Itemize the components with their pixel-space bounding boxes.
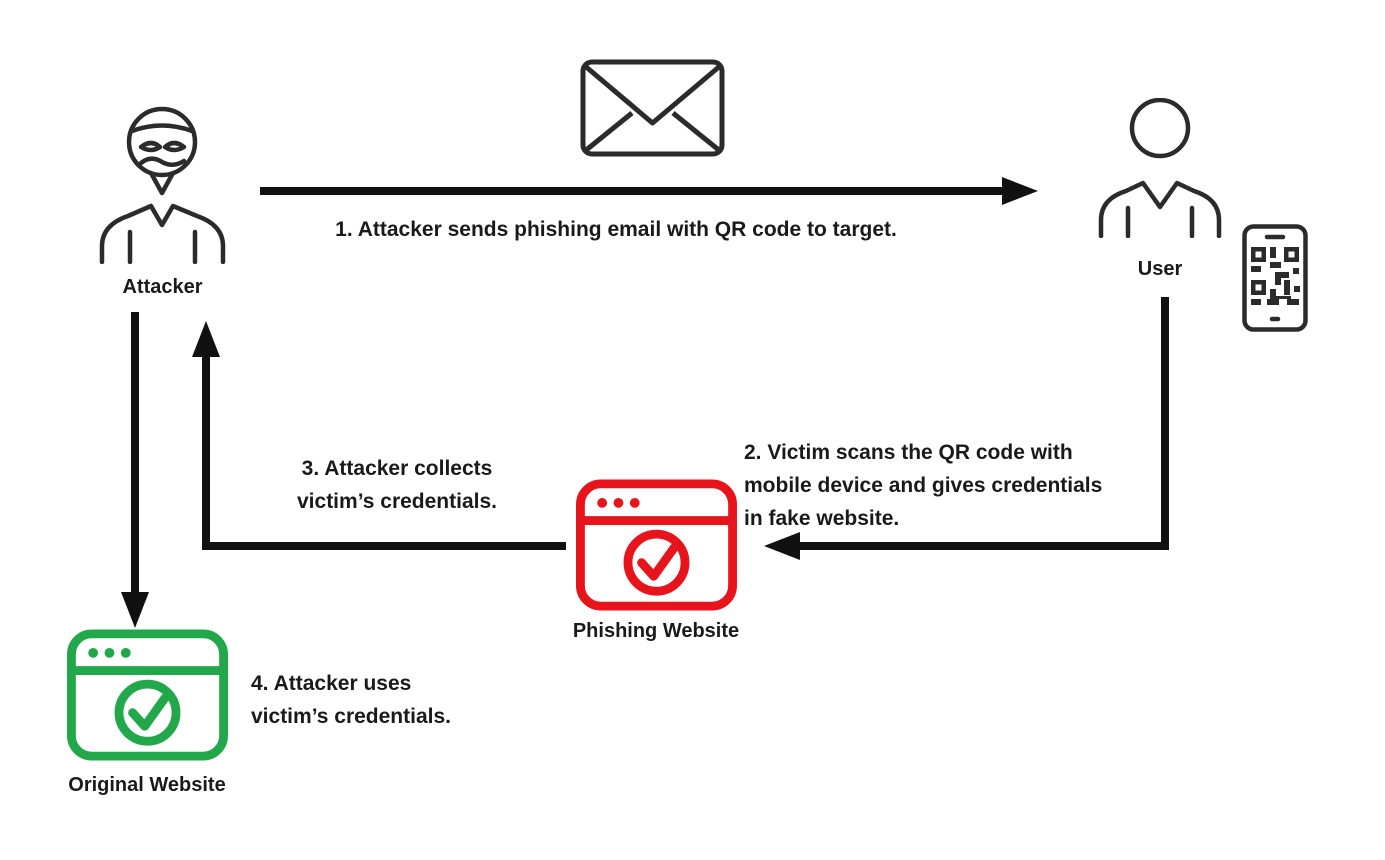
original-website-icon — [67, 629, 228, 761]
user-icon — [1098, 98, 1222, 238]
step4-text: 4. Attacker uses victim’s credentials. — [251, 672, 451, 728]
phishing-website-icon — [576, 479, 737, 611]
phone-qr-code-icon — [1242, 224, 1308, 332]
attacker-label: Attacker — [122, 276, 203, 298]
arrow-step2-head — [764, 532, 800, 560]
arrow-step2-line — [800, 297, 1169, 550]
original-website-label: Original Website — [68, 774, 226, 796]
user-label: User — [1137, 258, 1183, 280]
step2-text: 2. Victim scans the QR code with mobile … — [744, 441, 1103, 530]
masked-attacker-icon — [99, 106, 226, 264]
step1-text: 1. Attacker sends phishing email with QR… — [335, 218, 897, 241]
arrow-step3-head — [192, 321, 220, 357]
arrow-step1-head — [1002, 177, 1038, 205]
arrow-step4-head — [121, 592, 149, 628]
envelope-icon — [580, 59, 725, 157]
phishing-website-label: Phishing Website — [572, 620, 740, 642]
arrow-step3-line — [202, 356, 566, 550]
step3-text: 3. Attacker collects victim’s credential… — [297, 457, 497, 513]
